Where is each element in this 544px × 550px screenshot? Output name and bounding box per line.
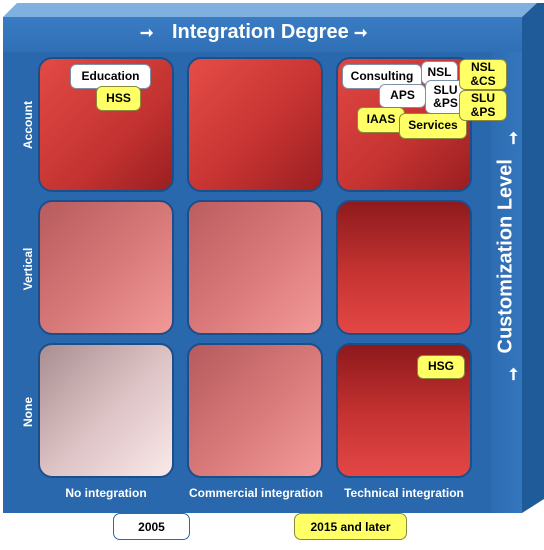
box-top-face [3,3,537,17]
row-label-vertical: Vertical [21,247,35,291]
tag-services: Services [399,113,467,139]
top-axis-title: Integration Degree [172,21,349,43]
cell-none-no-integration [38,343,174,478]
legend-2005: 2005 [113,513,190,540]
tag-slu-ps-2: SLU&PS [459,90,507,121]
side-axis-title: Customization Level [494,159,517,354]
top-band [3,17,522,52]
column-label-technical: Technical integration [344,486,464,500]
tag-education: Education [70,64,151,89]
right-arrow-icon: ➞ [354,25,368,42]
legend-2015-and-later: 2015 and later [294,513,407,540]
column-label-no-integration: No integration [65,486,147,500]
cell-vertical-no-integration [38,200,174,335]
up-arrow-icon: ➞ [505,131,523,145]
column-label-commercial: Commercial integration [188,486,324,500]
cell-account-commercial [187,57,323,192]
side-band [491,52,522,513]
right-arrow-icon: ➞ [140,25,154,42]
tag-nsl-cs: NSL&CS [459,59,507,90]
row-label-account: Account [21,101,35,149]
tag-hsg: HSG [417,355,465,379]
cell-vertical-technical [336,200,472,335]
box-side-face [522,3,544,513]
tag-iaas: IAAS [357,107,405,133]
row-label-none: None [21,397,35,427]
up-arrow-icon: ➞ [505,367,523,381]
tag-hss: HSS [96,86,141,111]
cell-none-commercial [187,343,323,478]
cell-vertical-commercial [187,200,323,335]
tag-aps: APS [379,84,426,108]
